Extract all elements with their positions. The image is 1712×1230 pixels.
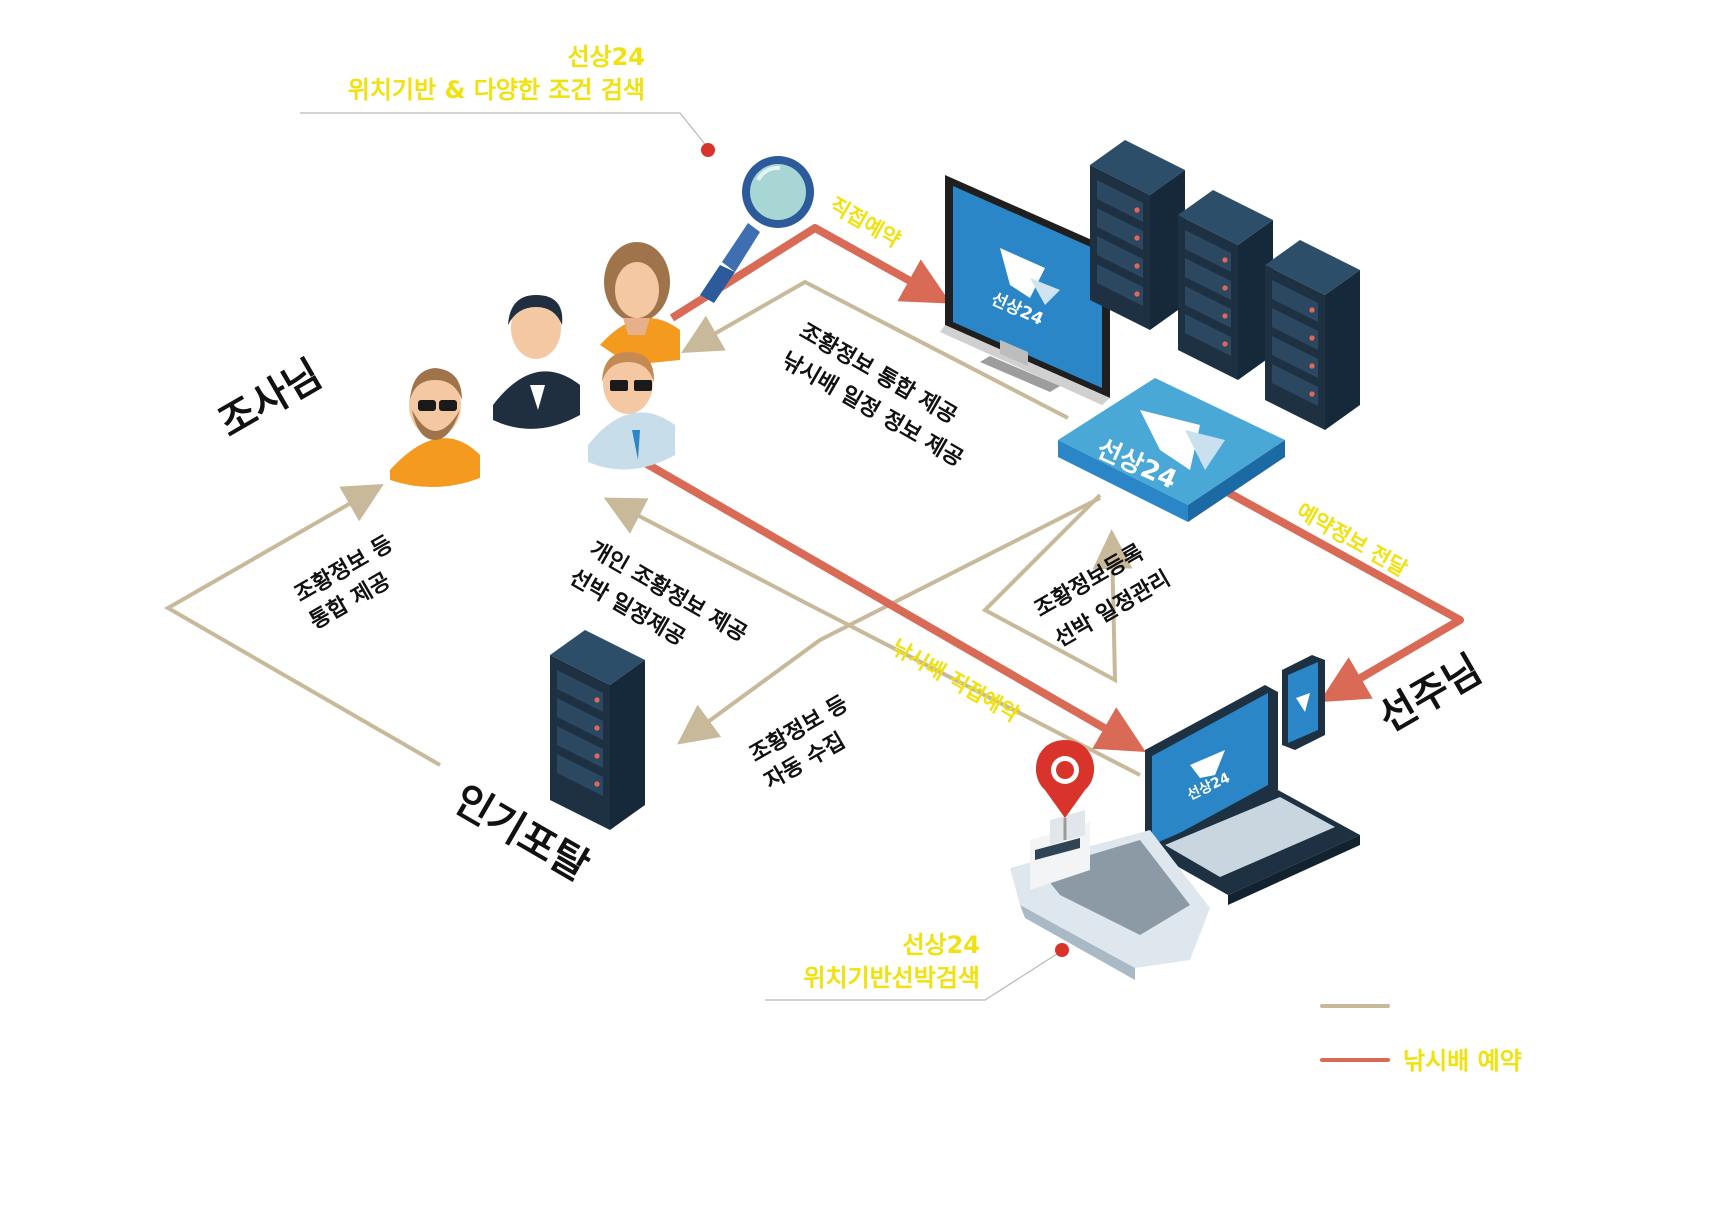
callout-bottom-title: 선상24 xyxy=(902,931,980,959)
callout-leaders xyxy=(300,112,1069,1001)
legend-red-label: 낚시배 예약 xyxy=(1403,1047,1522,1075)
callout-top-subtitle: 위치기반 & 다양한 조건 검색 xyxy=(347,76,645,104)
portal-server-icon xyxy=(550,630,645,830)
callout-top-title: 선상24 xyxy=(567,43,645,71)
monitor-icon: 선상24 xyxy=(940,175,1110,405)
server-rack-1 xyxy=(1090,140,1185,330)
legend-red-swatch xyxy=(1320,1058,1390,1062)
person-female xyxy=(600,242,680,365)
location-pin-icon xyxy=(1035,740,1095,840)
server-rack-2 xyxy=(1178,190,1273,380)
callout-dot-top xyxy=(701,143,715,157)
person-glasses-shirt xyxy=(588,352,675,470)
laptop-icon: 선상24 xyxy=(1145,685,1360,905)
magnifier-icon xyxy=(700,156,814,303)
person-bearded xyxy=(390,368,480,488)
tan-flows xyxy=(163,279,1141,777)
person-suit xyxy=(493,295,580,429)
callout-dot-bottom xyxy=(1055,943,1069,957)
hub-icon: 선상24 xyxy=(1058,378,1285,522)
callout-bottom-subtitle: 위치기반선박검색 xyxy=(803,964,980,992)
legend-tan-swatch xyxy=(1320,1004,1390,1008)
boat-icon xyxy=(1010,810,1210,980)
phone-icon xyxy=(1282,655,1325,750)
server-rack-3 xyxy=(1265,240,1360,430)
